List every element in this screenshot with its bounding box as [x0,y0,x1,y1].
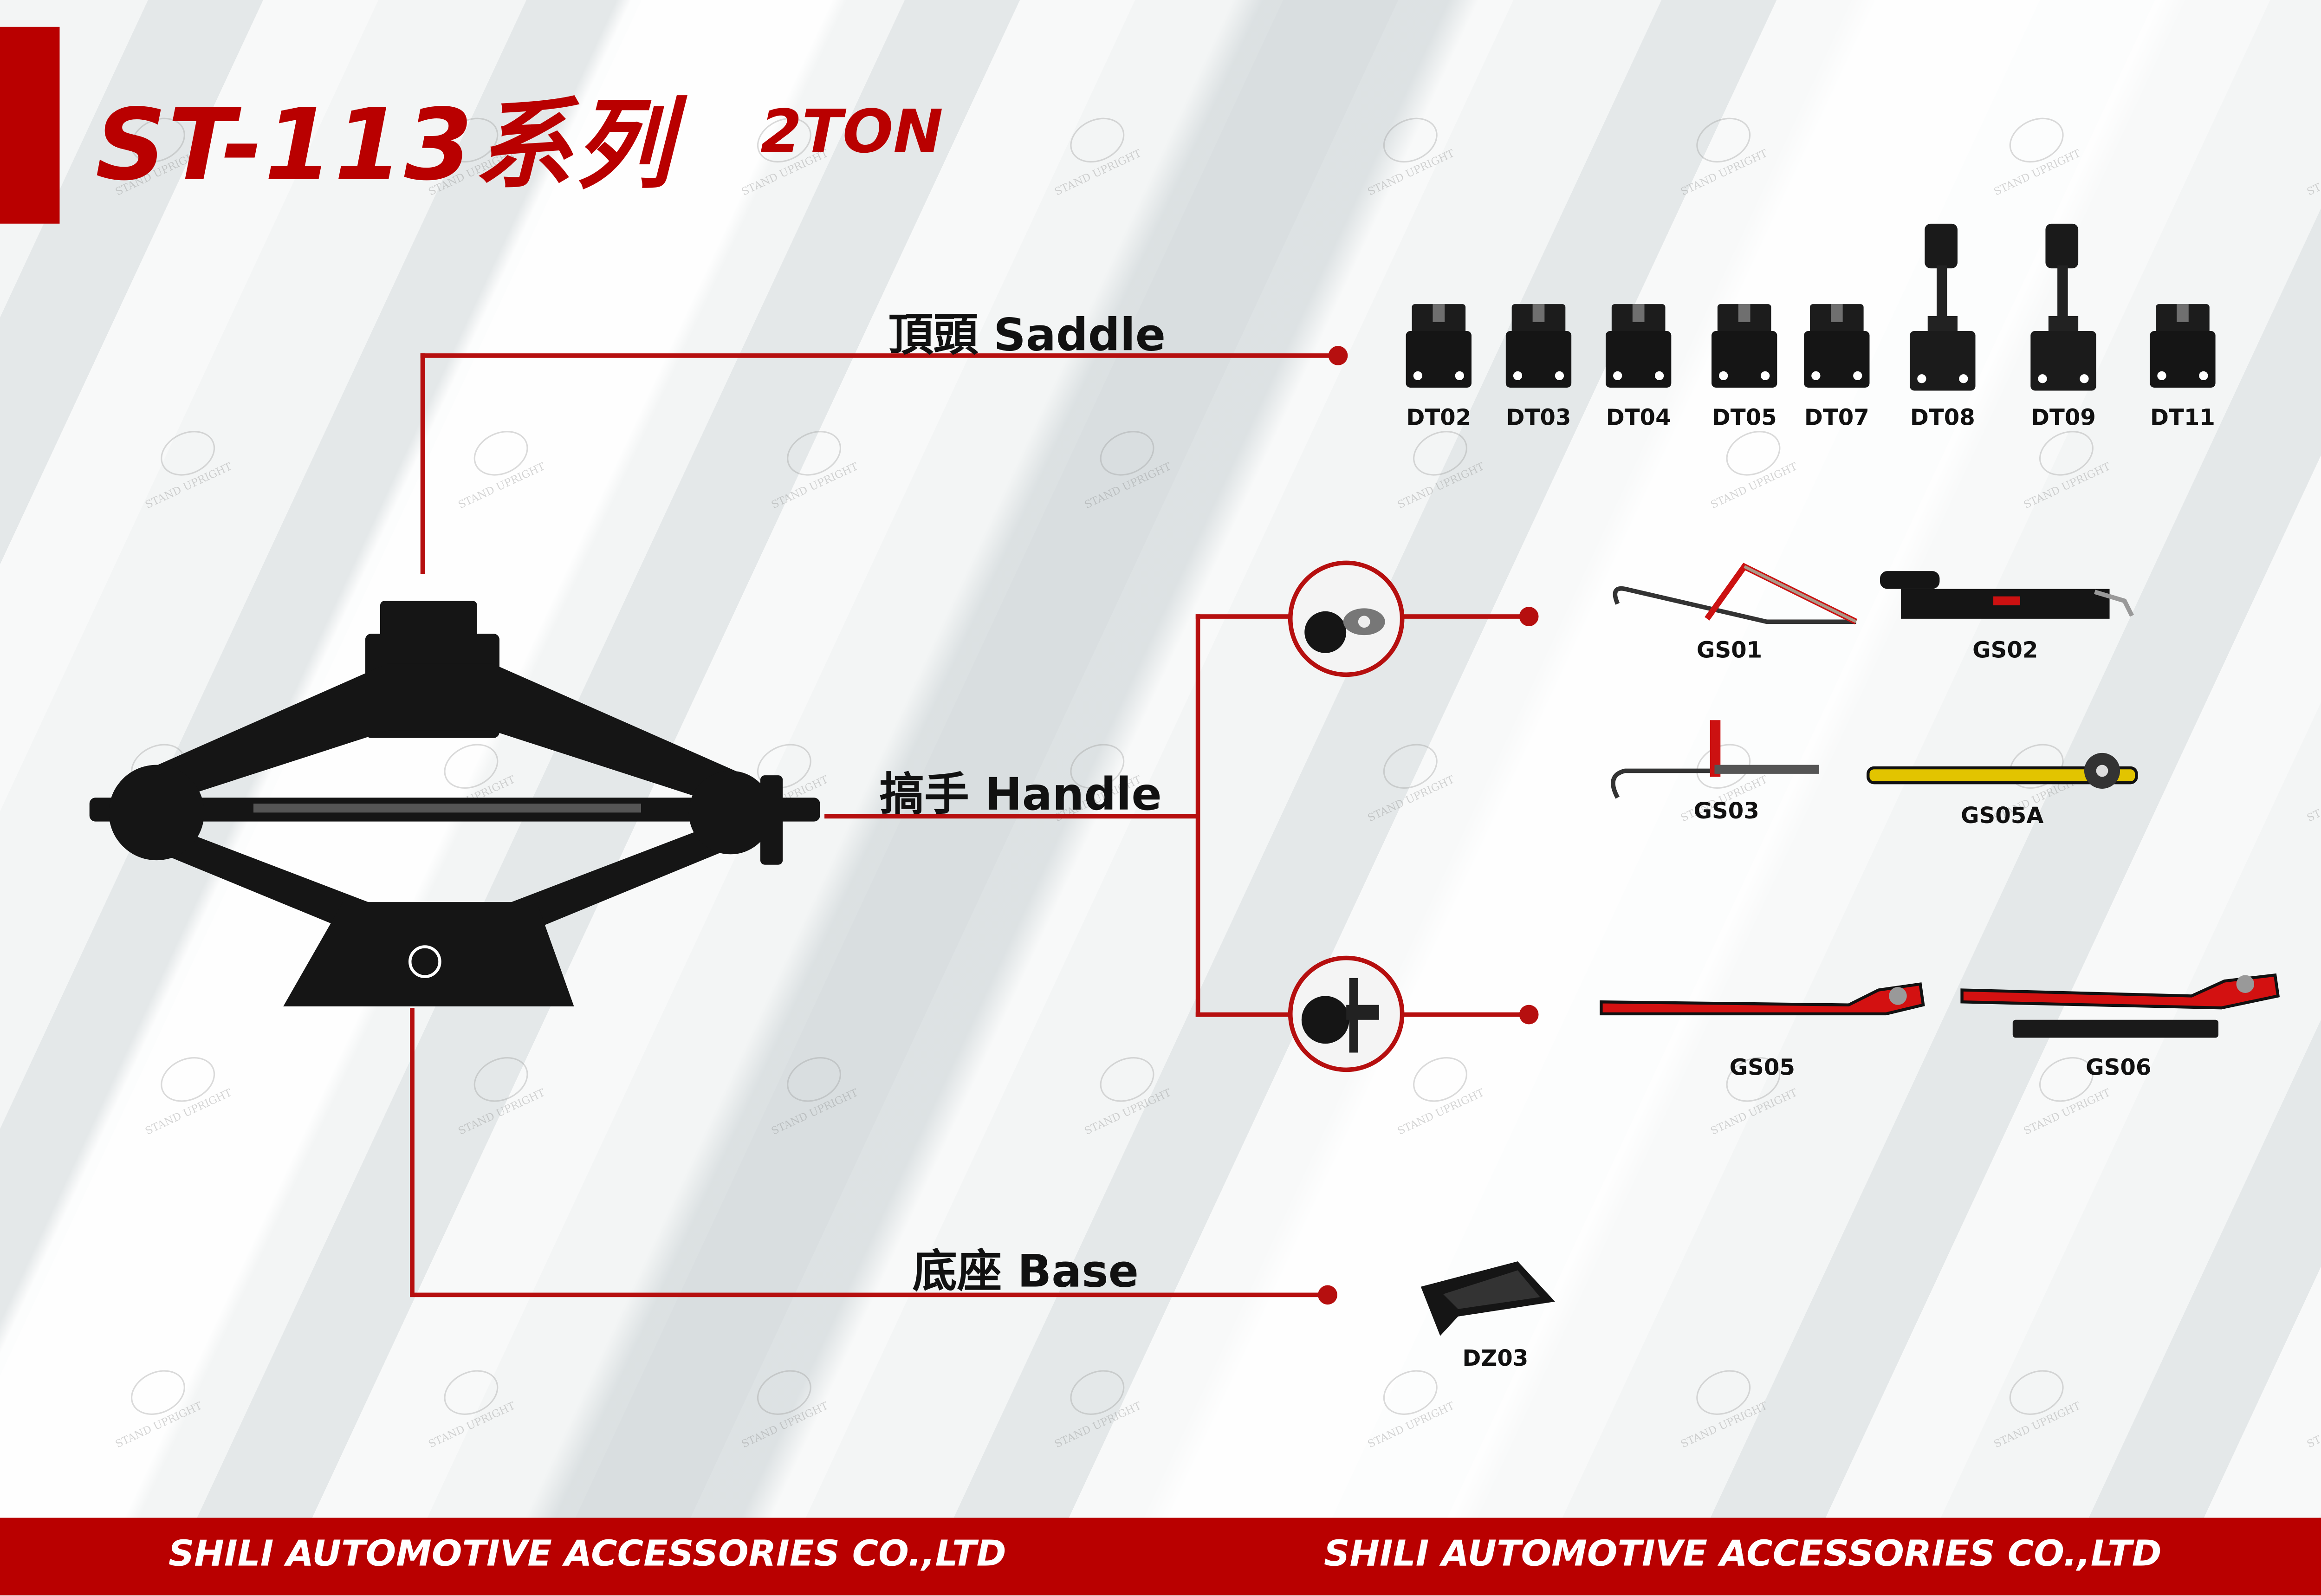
watermark-ring-icon [2315,735,2321,798]
footer-company-right: SHILI AUTOMOTIVE ACCESSORIES CO.,LTD [1323,1532,2162,1575]
item-label-gs05a: GS05A [1961,802,2044,829]
handle-connector-main [824,814,1199,819]
saddle-image-dt08 [1910,223,1976,391]
handle-top-dot [1518,606,1538,626]
gs05-image [1600,982,1925,1016]
handle-type-a-detail [1288,560,1405,677]
watermark-text: STAND UPRIGHT [2305,774,2321,824]
handle-images-long [1600,973,2280,1038]
item-label-dt11: DT11 [2150,404,2215,431]
watermark-logo: STAND UPRIGHT [1677,1362,1782,1451]
saddle-image-dt11 [2150,304,2216,388]
base-connector-horizontal [410,1292,1327,1298]
watermark-logo: STAND UPRIGHT [142,422,246,511]
page-title: ST-113系列 [95,88,674,203]
base-connector-dot [1317,1284,1337,1304]
item-label-dt07: DT07 [1804,404,1869,431]
title-accent-bar [0,26,60,224]
footer-company-left: SHILI AUTOMOTIVE ACCESSORIES CO.,LTD [168,1532,1006,1575]
scissor-jack-image [89,601,820,1006]
watermark-text: STAND UPRIGHT [2305,1400,2321,1451]
watermark-logo: STAND UPRIGHT [1364,109,1469,198]
gs03-image [1611,720,1819,799]
watermark-logo: STAND UPRIGHT [1990,109,2095,198]
gs06-image [1960,973,2280,1038]
handle-images [1611,563,2138,799]
saddle-image-dt02 [1406,304,1472,388]
item-label-dz03: DZ03 [1462,1344,1529,1372]
watermark-logo: STAND UPRIGHT [738,1362,843,1451]
item-label-gs03: GS03 [1693,798,1759,825]
handle-connector-vertical [1195,614,1200,1017]
watermark-logo: STAND UPRIGHT [768,1048,872,1137]
saddle-image-dt04 [1606,304,1672,388]
watermark-logo: STAND UPRIGHT [768,422,872,511]
handle-type-b-detail [1288,955,1405,1072]
saddle-connector-dot [1328,345,1347,365]
watermark-logo: STAND UPRIGHT [1677,109,1782,198]
handle-connector-bottom-right [1401,1012,1528,1017]
watermark-logo: STAND UPRIGHT [2303,735,2321,824]
watermark-logo: STAND UPRIGHT [2303,1362,2321,1451]
watermark-logo: STAND UPRIGHT [425,1362,529,1451]
dz03-image [1420,1261,1555,1336]
footer-band [0,1518,2321,1596]
item-label-gs05: GS05 [1729,1054,1795,1081]
watermark-logo: STAND UPRIGHT [1364,735,1469,824]
saddle-image-dt03 [1505,304,1572,388]
section-label-handle: 搞手 Handle [879,769,1162,822]
saddle-connector-horizontal [420,353,1337,358]
gs01-image [1613,586,1856,624]
item-label-gs02: GS02 [1972,636,2038,664]
saddle-image-dt05 [1712,304,1777,388]
item-label-dt04: DT04 [1606,404,1671,431]
section-label-saddle: 頂頭 Saddle [888,310,1166,363]
watermark-ring-icon [2315,1362,2321,1424]
capacity-label: 2TON [760,98,943,167]
watermark-logo: STAND UPRIGHT [1707,422,1811,511]
handle-connector-bottom [1195,1012,1293,1017]
watermark-logo: STAND UPRIGHT [1051,1362,1155,1451]
item-label-gs06: GS06 [2086,1054,2152,1081]
base-connector-vertical [410,1008,415,1296]
handle-bottom-dot [1518,1004,1538,1024]
section-label-base: 底座 Base [912,1246,1139,1299]
watermark-logo: STAND UPRIGHT [455,422,559,511]
watermark-logo: STAND UPRIGHT [1364,1362,1469,1451]
handle-connector-top [1195,614,1293,619]
watermark-logo: STAND UPRIGHT [2303,109,2321,198]
watermark-logo: STAND UPRIGHT [142,1048,246,1137]
item-label-gs01: GS01 [1696,636,1763,664]
saddle-image-dt07 [1804,304,1870,388]
watermark-logo: STAND UPRIGHT [1051,109,1155,198]
watermark-logo: STAND UPRIGHT [1081,422,1185,511]
watermark-logo: STAND UPRIGHT [1081,1048,1185,1137]
gs02-image [1880,571,2134,619]
watermark-logo: STAND UPRIGHT [455,1048,559,1137]
watermark-logo: STAND UPRIGHT [112,1362,216,1451]
watermark-ring-icon [2315,109,2321,171]
watermark-logo: STAND UPRIGHT [2020,422,2125,511]
watermark-text: STAND UPRIGHT [2305,148,2321,199]
watermark-logo: STAND UPRIGHT [1394,422,1498,511]
saddle-image-dt09 [2030,223,2096,391]
watermark-logo: STAND UPRIGHT [1394,1048,1498,1137]
item-label-dt02: DT02 [1406,404,1472,431]
handle-connector-top-right [1401,614,1528,619]
gs05a-image [1867,753,2138,789]
item-label-dt03: DT03 [1506,404,1571,431]
watermark-logo: STAND UPRIGHT [1990,1362,2095,1451]
item-label-dt08: DT08 [1910,404,1975,431]
saddle-connector-vertical [420,353,425,574]
item-label-dt05: DT05 [1712,404,1777,431]
item-label-dt09: DT09 [2031,404,2096,431]
